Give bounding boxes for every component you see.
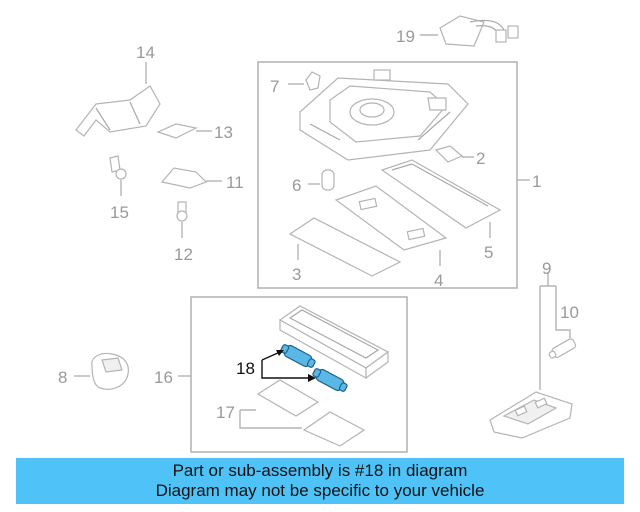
screw-part-15: 15 <box>109 155 129 222</box>
pad-part-3: 3 <box>288 217 402 284</box>
callout-4: 4 <box>434 271 443 290</box>
pad-part-13: 13 <box>156 123 233 142</box>
banner-line-2: Diagram may not be specific to your vehi… <box>155 481 485 500</box>
screw-part-12: 12 <box>174 201 193 264</box>
pads-part-17: 17 <box>216 379 366 447</box>
callout-1: 1 <box>532 172 541 191</box>
callout-16: 16 <box>154 368 173 387</box>
lamp-part-9: 9 <box>489 259 573 439</box>
lamp-lens-housing <box>278 305 390 380</box>
console-housing <box>299 69 469 161</box>
callout-15: 15 <box>110 203 129 222</box>
callout-2: 2 <box>476 149 485 168</box>
clip-part-7: 7 <box>270 71 321 96</box>
callout-5: 5 <box>484 243 493 262</box>
cover-part-5: 5 <box>380 159 502 262</box>
bulb-part-18: 18 <box>236 344 348 392</box>
motor-part-8: 8 <box>58 352 129 390</box>
callout-7: 7 <box>270 77 279 96</box>
banner-line-1: Part or sub-assembly is #18 in diagram <box>172 461 468 480</box>
callout-18: 18 <box>236 359 255 378</box>
callout-10: 10 <box>560 303 579 322</box>
holder-part-6: 6 <box>292 169 335 195</box>
screw-part-2: 2 <box>434 145 485 168</box>
info-banner: Part or sub-assembly is #18 in diagram D… <box>16 458 624 504</box>
callout-11: 11 <box>226 173 244 192</box>
callout-17: 17 <box>216 403 235 422</box>
parts-diagram: 7 2 6 5 4 3 1 19 <box>58 15 579 453</box>
clip-part-11: 11 <box>160 167 244 192</box>
callout-3: 3 <box>292 265 301 284</box>
bulb-lower <box>312 368 348 392</box>
callout-6: 6 <box>292 176 301 195</box>
lens-part-4: 4 <box>334 185 448 290</box>
callout-13: 13 <box>214 123 233 142</box>
callout-8: 8 <box>58 368 67 387</box>
bulb-part-10: 10 <box>548 286 579 359</box>
callout-14: 14 <box>136 43 155 62</box>
bracket-part-14: 14 <box>75 43 161 137</box>
callout-9: 9 <box>542 259 551 278</box>
assembly-box-1 <box>257 61 518 289</box>
callout-19: 19 <box>396 27 415 46</box>
harness-part-19: 19 <box>396 15 519 47</box>
subassembly-box-16 <box>190 296 408 453</box>
callout-12: 12 <box>174 245 193 264</box>
